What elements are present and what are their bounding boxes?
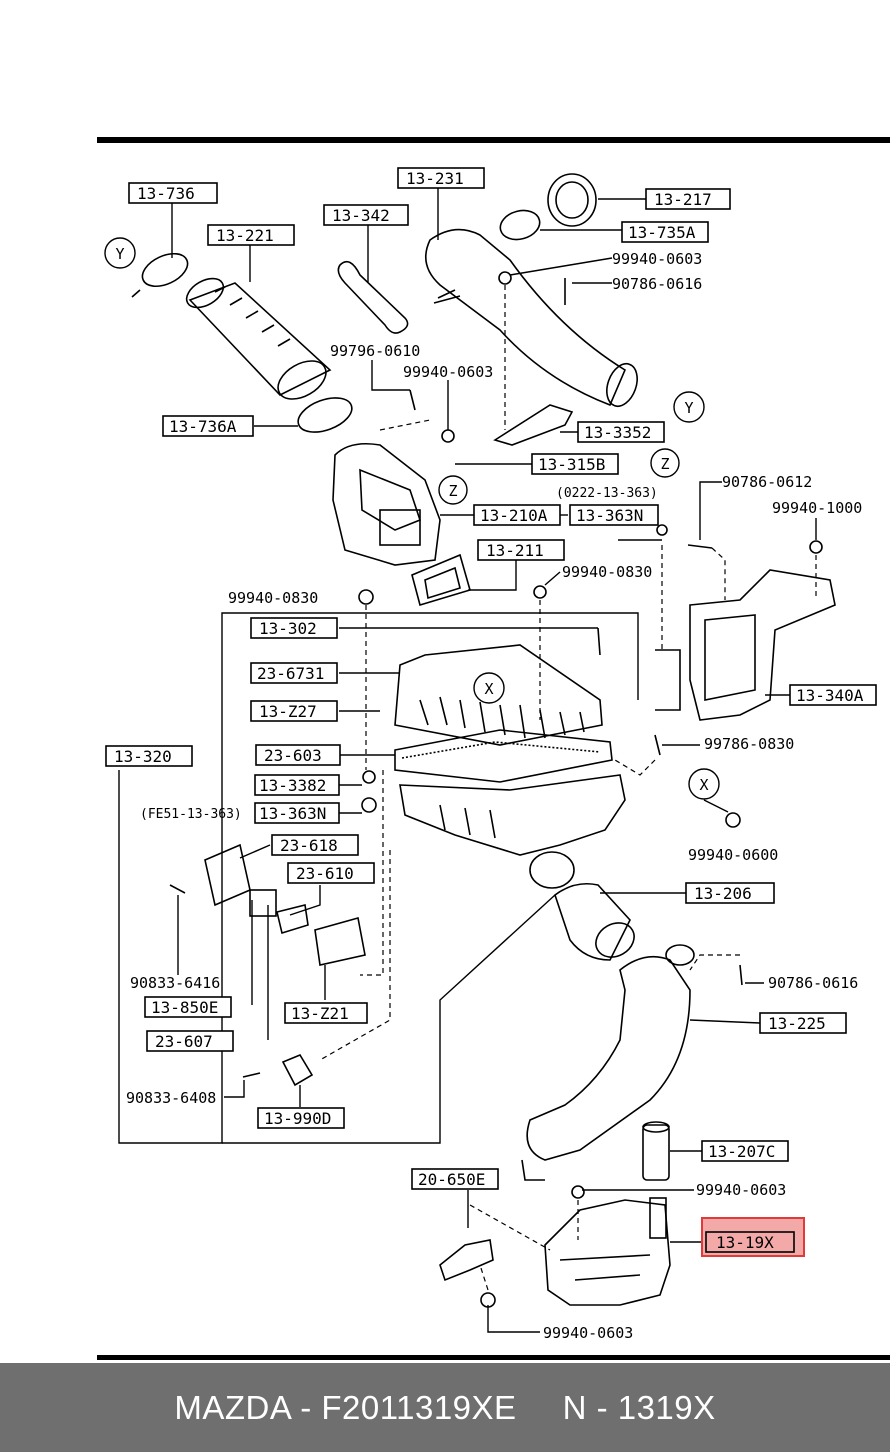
label-13-302: 13-302 — [259, 619, 317, 638]
small-hose-sketch — [337, 260, 409, 334]
label-90833-6408: 90833-6408 — [126, 1089, 216, 1107]
highlight-13-19X — [701, 1217, 805, 1257]
label-90833-6416: 90833-6416 — [130, 974, 220, 992]
resonator-19x-sketch — [544, 1197, 671, 1306]
parts-diagram: Y Y Z Z X X 13-736 13-221 13-342 13-231 … — [104, 167, 877, 1342]
marker-x-right: X — [699, 776, 708, 794]
label-90786-0616-top: 90786-0616 — [612, 275, 702, 293]
label-99940-0603-mid: 99940-0603 — [403, 363, 493, 381]
label-13-3352: 13-3352 — [584, 423, 651, 442]
label-23-618: 23-618 — [280, 836, 338, 855]
top-rule — [97, 137, 890, 143]
label-20-650E: 20-650E — [418, 1170, 485, 1189]
intake-hose-sketch — [185, 277, 332, 400]
label-13-Z27: 13-Z27 — [259, 702, 317, 721]
plain-labels: 99940-0603 90786-0616 99796-0610 99940-0… — [126, 250, 862, 1342]
bracket-3352-sketch — [493, 404, 574, 446]
label-13-225: 13-225 — [768, 1014, 826, 1033]
airflow-meter-sketch — [332, 442, 441, 566]
resonator-duct-sketch — [424, 228, 638, 408]
label-99940-0603-lower: 99940-0603 — [696, 1181, 786, 1199]
label-99940-0830-right: 99940-0830 — [562, 563, 652, 581]
clamp-sketch — [131, 252, 189, 298]
hose-206-sketch — [554, 882, 635, 961]
label-13-217: 13-217 — [654, 190, 712, 209]
switch-850e-sketch — [249, 889, 277, 917]
label-13-735A: 13-735A — [628, 223, 696, 242]
label-99940-0600: 99940-0600 — [688, 846, 778, 864]
air-filter-element-sketch — [394, 729, 613, 783]
label-13-315B: 13-315B — [538, 455, 605, 474]
label-23-610: 23-610 — [296, 864, 354, 883]
sensor-990d-sketch — [281, 1053, 314, 1087]
label-23-607: 23-607 — [155, 1032, 213, 1051]
label-13-3382: 13-3382 — [259, 776, 326, 795]
label-13-990D: 13-990D — [264, 1109, 331, 1128]
label-13-210A: 13-210A — [480, 506, 548, 525]
label-13-Z21: 13-Z21 — [291, 1004, 349, 1023]
label-13-231: 13-231 — [406, 169, 464, 188]
clamp-a-sketch — [297, 397, 353, 433]
label-99940-0830-left: 99940-0830 — [228, 589, 318, 607]
marker-y-right: Y — [684, 399, 693, 417]
clamp-735a-sketch — [499, 209, 541, 241]
label-13-320: 13-320 — [114, 747, 172, 766]
label-99940-1000: 99940-1000 — [772, 499, 862, 517]
label-13-221: 13-221 — [216, 226, 274, 245]
label-90786-0616-right: 90786-0616 — [768, 974, 858, 992]
label-13-207C: 13-207C — [708, 1142, 775, 1161]
leader-lines — [118, 188, 817, 1333]
label-13-363N-upper: 13-363N — [576, 506, 643, 525]
label-0222-13-363: (0222-13-363) — [556, 486, 658, 501]
label-13-19X: 13-19X — [716, 1233, 774, 1252]
bottom-rule — [97, 1355, 890, 1360]
sensor-618-sketch — [204, 843, 251, 907]
air-cleaner-case-sketch — [399, 774, 626, 889]
label-23-603: 23-603 — [264, 746, 322, 765]
marker-x-cover: X — [484, 680, 493, 698]
duct-225-sketch — [521, 944, 695, 1181]
label-99786-0830: 99786-0830 — [704, 735, 794, 753]
fasteners — [169, 271, 823, 1308]
label-fe51-13-363: (FE51-13-363) — [140, 807, 242, 822]
gasket-z21-sketch — [314, 916, 366, 966]
footer-bar: MAZDA - F2011319XE N - 1319X — [0, 1363, 890, 1452]
bracket-650e-sketch — [439, 1239, 494, 1282]
label-99940-0603-top: 99940-0603 — [612, 250, 702, 268]
label-13-342: 13-342 — [332, 206, 390, 225]
label-99940-0603-bottom: 99940-0603 — [543, 1324, 633, 1342]
hose-ring-sketch — [547, 173, 597, 227]
marker-z-left: Z — [448, 482, 457, 500]
label-13-736: 13-736 — [137, 184, 195, 203]
marker-y-left: Y — [115, 245, 124, 263]
sensor-610-sketch — [276, 904, 309, 935]
air-cleaner-cover-sketch — [394, 644, 603, 746]
label-13-206: 13-206 — [694, 884, 752, 903]
assembly-guides — [319, 285, 817, 1291]
footer-code: N - 1319X — [562, 1388, 716, 1426]
label-90786-0612: 90786-0612 — [722, 473, 812, 491]
reference-markers: Y Y Z Z X X — [104, 237, 720, 800]
cylinder-207c-sketch — [642, 1121, 670, 1181]
label-13-211: 13-211 — [486, 541, 544, 560]
label-99796-0610: 99796-0610 — [330, 342, 420, 360]
label-13-850E: 13-850E — [151, 998, 218, 1017]
label-23-6731: 23-6731 — [257, 664, 324, 683]
boxed-labels: 13-736 13-221 13-342 13-231 13-217 13-73… — [105, 167, 877, 1257]
label-13-340A: 13-340A — [796, 686, 864, 705]
bracket-340a-sketch — [655, 569, 836, 721]
marker-z-right: Z — [660, 455, 669, 473]
footer-part-number: MAZDA - F2011319XE — [174, 1388, 517, 1426]
label-13-363N-lower: 13-363N — [259, 804, 326, 823]
label-13-736A: 13-736A — [169, 417, 237, 436]
